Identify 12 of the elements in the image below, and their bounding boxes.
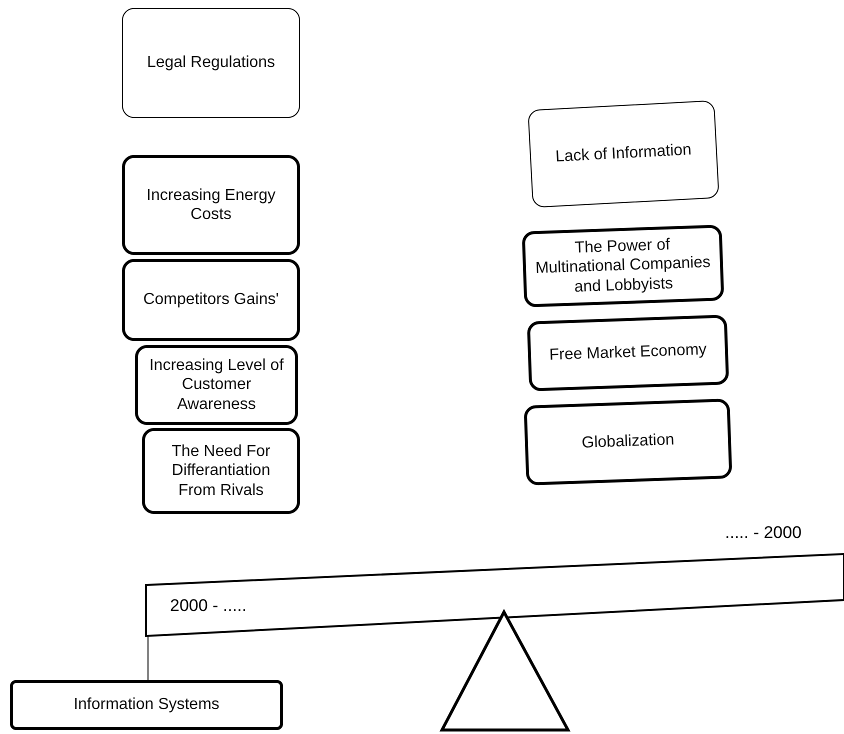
period-label: 2000 - ..... [170,596,247,616]
factor-box: Legal Regulations [122,8,300,118]
factor-box: Increasing Level of Customer Awareness [135,345,298,425]
factor-box: The Power of Multinational Companies and Lobbyists [522,224,724,308]
factor-box: Globalization [524,398,732,486]
factor-box: Increasing Energy Costs [122,155,300,255]
factor-box: Free Market Economy [526,314,730,392]
factor-box: Lack of Information [528,100,720,208]
factor-box: The Need For Differantiation From Rivals [142,428,300,514]
period-label: ..... - 2000 [725,523,802,543]
system-box: Information Systems [10,680,283,730]
factor-box: Competitors Gains' [122,259,300,341]
